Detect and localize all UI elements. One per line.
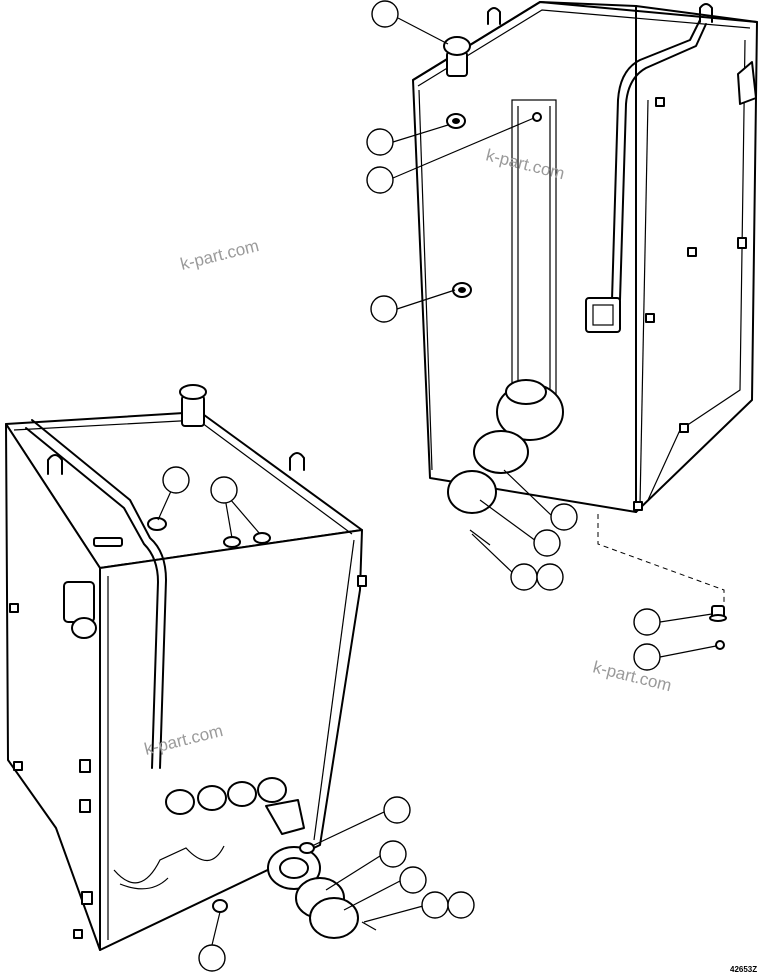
callout-circle: [421, 891, 449, 919]
callout-circle: [210, 476, 238, 504]
leader-lines: [157, 17, 717, 946]
callout-circle: [383, 796, 411, 824]
callout-circle: [533, 529, 561, 557]
callout-circle: [536, 563, 564, 591]
callout-circle: [399, 866, 427, 894]
clean-out-port-lower: [267, 842, 359, 939]
callout-circle: [510, 563, 538, 591]
callout-circle: [379, 840, 407, 868]
callout-circle: [633, 608, 661, 636]
filler-cap-lower: [179, 384, 207, 427]
tank-lower-left-face: [5, 423, 101, 951]
callout-circle: [370, 295, 398, 323]
filler-cap-upper: [443, 36, 471, 77]
callout-circle: [447, 891, 475, 919]
callout-circles: [162, 0, 661, 972]
callout-circle: [366, 128, 394, 156]
tank-lower-front-face: [99, 529, 363, 951]
callout-circle: [633, 643, 661, 671]
small-parts-right: [597, 514, 727, 650]
callout-circle: [550, 503, 578, 531]
valve-bank: [165, 777, 287, 815]
tank-upper-right: [412, 1, 758, 546]
callout-circle: [366, 166, 394, 194]
watermark-text: k-part.com: [178, 236, 261, 274]
tank-lower-left: [5, 384, 377, 951]
callout-circle: [371, 0, 399, 28]
drawing-number: 42653Z: [730, 965, 757, 974]
callout-circle: [162, 466, 190, 494]
watermark-text: k-part.com: [591, 657, 674, 695]
callout-circle: [198, 944, 226, 972]
clean-out-port-upper: [447, 379, 564, 514]
